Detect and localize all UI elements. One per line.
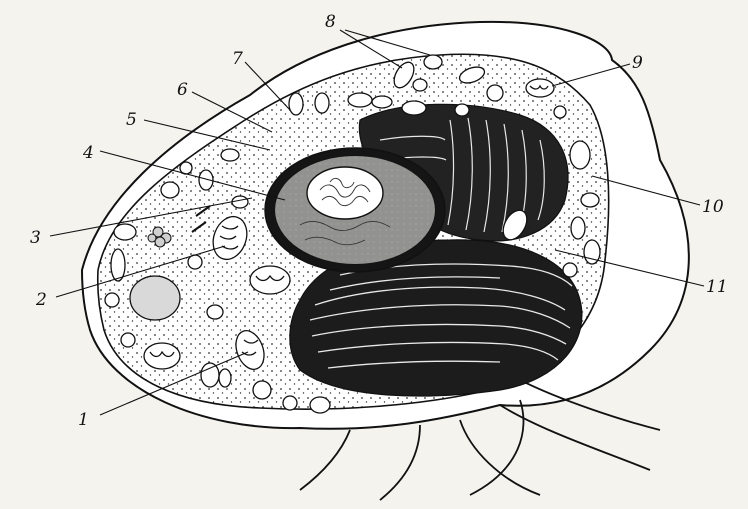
callout-label-2: 2 — [35, 290, 47, 310]
callout-label-4: 4 — [82, 143, 94, 163]
callout-label-3: 3 — [30, 228, 41, 248]
callout-label-1: 1 — [78, 410, 89, 430]
callout-label-8: 8 — [325, 12, 336, 32]
callout-label-7: 7 — [232, 49, 243, 69]
callout-label-11: 11 — [706, 277, 728, 297]
callout-label-5: 5 — [126, 110, 137, 130]
callout-label-9: 9 — [632, 53, 643, 73]
nucleolus — [307, 167, 383, 219]
callout-label-6: 6 — [177, 80, 188, 100]
callout-label-10: 10 — [702, 197, 724, 217]
